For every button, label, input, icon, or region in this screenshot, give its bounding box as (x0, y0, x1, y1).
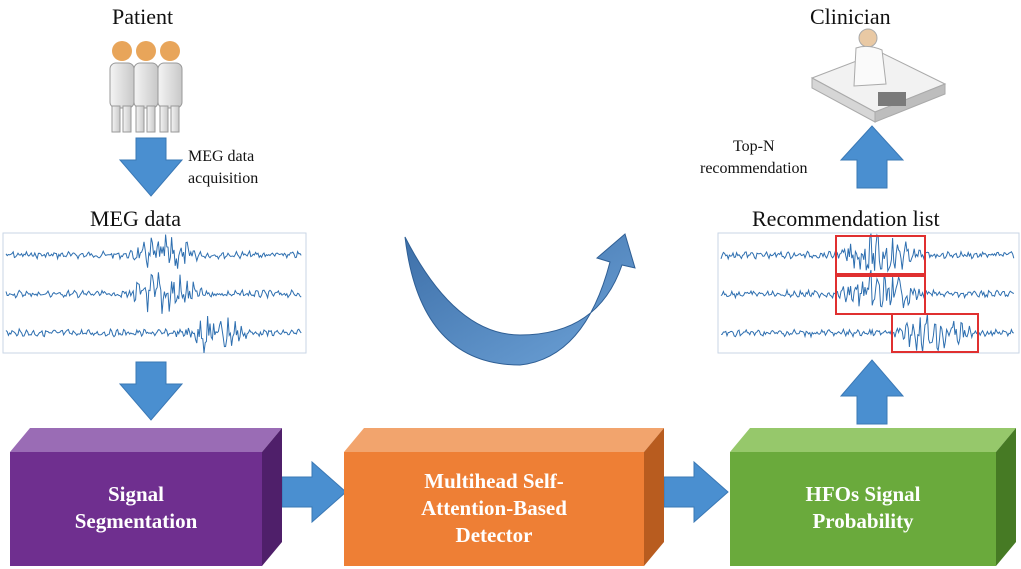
clinician-label: Clinician (810, 4, 891, 29)
highlight-box-1 (835, 235, 926, 275)
meg-acquisition-line1: MEG data (188, 148, 255, 165)
detector-line1: Multihead Self- (424, 469, 564, 493)
rec-trace-1 (720, 233, 1015, 273)
arrow-right-2 (663, 460, 729, 524)
box-detector (344, 428, 664, 566)
probability-line1: HFOs Signal (805, 482, 921, 506)
rec-trace-2 (720, 269, 1015, 309)
highlight-box-3 (891, 313, 979, 353)
topn-line1: Top-N (732, 138, 775, 155)
arrow-up-recommendation (839, 125, 905, 189)
segmentation-text: Signal Segmentation (10, 481, 262, 535)
rec-trace-3 (720, 313, 1014, 353)
detector-line2: Attention-Based (421, 496, 567, 520)
clinician-icon (810, 28, 947, 123)
arrow-right-1 (281, 460, 347, 524)
meg-trace-1 (5, 234, 302, 269)
meg-data-title: MEG data (90, 206, 182, 231)
patients-icon (109, 41, 183, 133)
recommendation-signals (720, 233, 1015, 353)
box-probability (730, 428, 1016, 566)
highlight-box-2 (835, 275, 926, 315)
meg-trace-3 (5, 315, 302, 353)
segmentation-line1: Signal (107, 482, 165, 506)
meg-signals (5, 234, 302, 353)
recommendation-list-title: Recommendation list (752, 206, 940, 231)
segmentation-line2: Segmentation (74, 509, 198, 533)
meg-acquisition-label: MEG data acquisition (188, 146, 258, 190)
probability-text: HFOs Signal Probability (730, 481, 996, 535)
detector-text: Multihead Self- Attention-Based Detector (344, 468, 644, 549)
box-signal-segmentation (10, 428, 282, 566)
patient-label: Patient (112, 4, 174, 29)
arrow-down-segmentation (118, 361, 184, 421)
arrow-down-acquisition (118, 137, 184, 197)
topn-line2: recommendation (700, 160, 808, 177)
meg-trace-2 (5, 272, 302, 314)
probability-line2: Probability (812, 509, 914, 533)
arrow-up-list (839, 359, 905, 425)
curved-arrow (404, 233, 636, 366)
detector-line3: Detector (455, 523, 533, 547)
topn-label: Top-N recommendation (700, 136, 808, 180)
meg-acquisition-line2: acquisition (188, 170, 259, 187)
